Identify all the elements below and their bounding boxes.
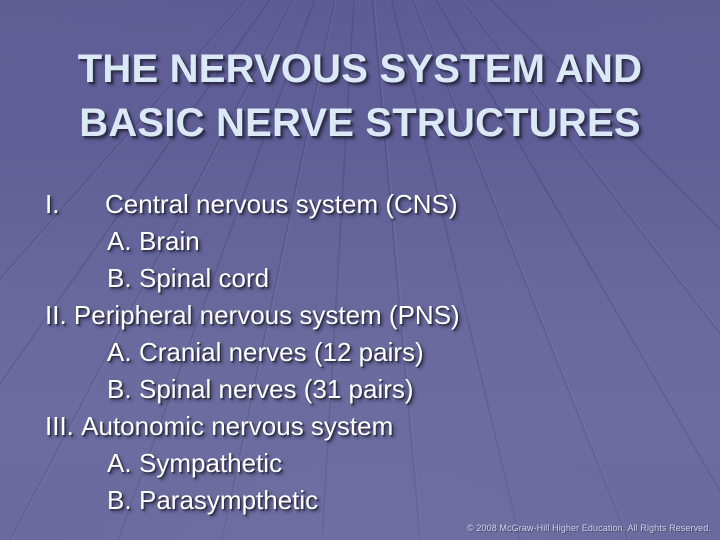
outline-marker-1: I. xyxy=(45,189,60,219)
outline-item-3: B.Spinal cord xyxy=(0,260,720,297)
outline-item-8: A.Sympathetic xyxy=(0,445,720,482)
outline-text-9: Parasympthetic xyxy=(139,485,319,515)
outline-text-2: Brain xyxy=(139,226,200,256)
outline-text-6: Spinal nerves (31 pairs) xyxy=(139,374,414,404)
outline-marker-6: B. xyxy=(107,374,132,404)
slide-title-line-1: THE NERVOUS SYSTEM AND xyxy=(77,47,643,91)
outline-text-7: Autonomic nervous system xyxy=(81,411,394,441)
outline-text-1: Central nervous system (CNS) xyxy=(105,189,458,219)
outline-item-7: III. Autonomic nervous system xyxy=(0,408,720,445)
outline-marker-5: A. xyxy=(107,337,132,367)
outline-text-5: Cranial nerves (12 pairs) xyxy=(139,337,424,367)
slide-title-line-2: BASIC NERVE STRUCTURES xyxy=(79,101,641,145)
outline-item-2: A.Brain xyxy=(0,223,720,260)
slide-outline-list: I.Central nervous system (CNS) A.Brain B… xyxy=(0,186,720,519)
outline-marker-3: B. xyxy=(107,263,132,293)
outline-text-3: Spinal cord xyxy=(139,263,270,293)
outline-marker-2: A. xyxy=(107,226,132,256)
outline-item-5: A.Cranial nerves (12 pairs) xyxy=(0,334,720,371)
outline-text-4: Peripheral nervous system (PNS) xyxy=(73,300,460,330)
slide-title: THE NERVOUS SYSTEM AND BASIC NERVE STRUC… xyxy=(0,42,720,150)
outline-marker-9: B. xyxy=(107,485,132,515)
outline-item-6: B.Spinal nerves (31 pairs) xyxy=(0,371,720,408)
outline-marker-8: A. xyxy=(107,448,132,478)
outline-item-9: B.Parasympthetic xyxy=(0,482,720,519)
outline-item-1: I. Central nervous system (CNS) xyxy=(0,186,720,223)
outline-marker-4: II. xyxy=(45,300,67,330)
outline-marker-7: III. xyxy=(45,411,74,441)
outline-text-8: Sympathetic xyxy=(139,448,283,478)
copyright-footer: © 2008 McGraw-Hill Higher Education. All… xyxy=(467,523,711,533)
outline-item-4: II. Peripheral nervous system (PNS) xyxy=(0,297,720,334)
